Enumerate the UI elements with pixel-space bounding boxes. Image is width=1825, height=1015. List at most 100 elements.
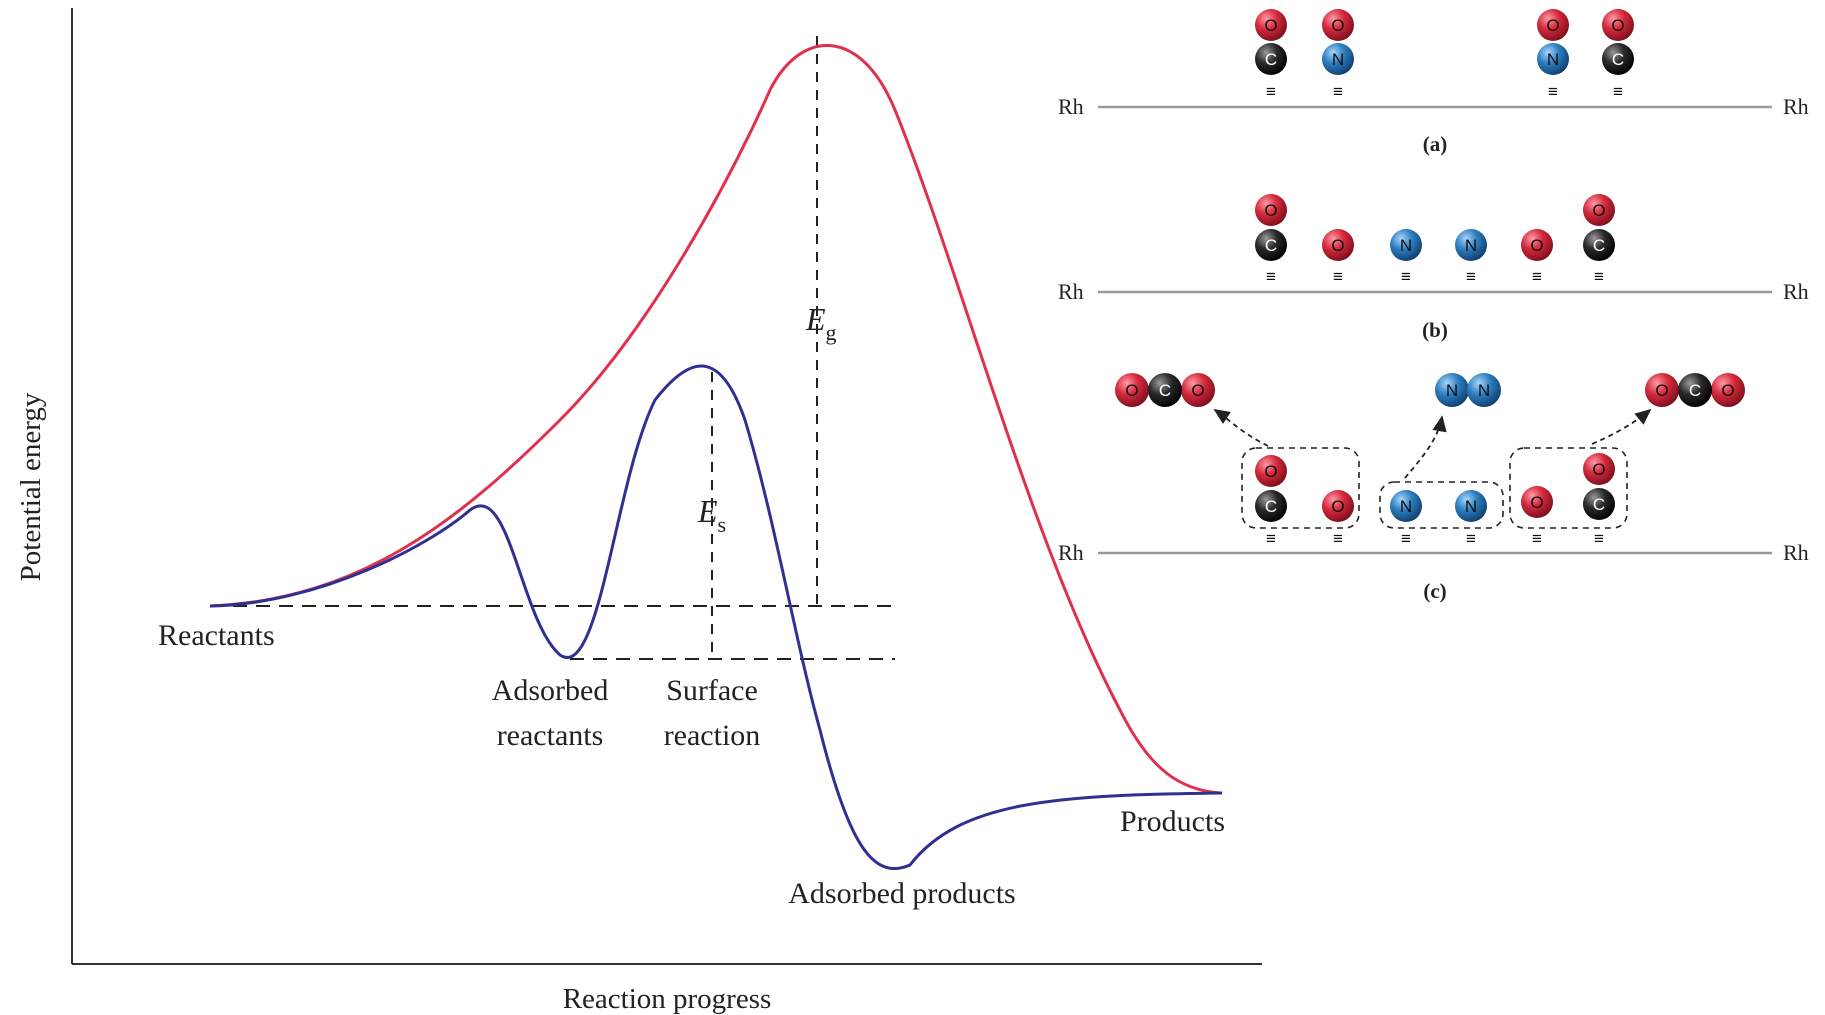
co-molecule: O C ≡ [1602,9,1634,101]
svg-text:O: O [1546,16,1559,35]
surface-reaction-label-2: reaction [664,719,761,752]
surface-bond: ≡ [1532,529,1542,548]
oxygen-atom [1711,373,1745,407]
svg-text:O: O [1611,16,1624,35]
oxygen-atom [1181,373,1215,407]
nitrogen-atom [1322,43,1354,75]
surface-bond: ≡ [1548,82,1558,101]
adsorbed-products-label: Adsorbed products [788,877,1015,910]
rh-label-right-a: Rh [1783,94,1809,119]
rh-label-left-a: Rh [1058,94,1084,119]
oxygen-atom [1645,373,1679,407]
svg-text:N: N [1400,236,1412,255]
adsorbed-n-atom: N ≡ [1455,229,1487,286]
svg-text:O: O [1592,201,1605,220]
svg-text:C: C [1593,495,1605,514]
svg-text:N: N [1446,381,1458,400]
x-axis-label: Reaction progress [563,983,772,1015]
svg-text:N: N [1332,50,1344,69]
co-molecule: O C ≡ [1255,194,1287,286]
surface-bond: ≡ [1613,82,1623,101]
svg-text:O: O [1331,16,1344,35]
carbon-atom [1602,43,1634,75]
panel-a-label: (a) [1423,132,1448,156]
svg-text:O: O [1592,460,1605,479]
panel-b-label: (b) [1422,318,1448,342]
gas-barrier-subscript: g [826,320,837,345]
svg-text:O: O [1331,497,1344,516]
surface-barrier-symbol: E [697,493,718,529]
svg-text:C: C [1612,50,1624,69]
rh-label-left-b: Rh [1058,279,1084,304]
surface-bond: ≡ [1266,82,1276,101]
svg-text:O: O [1125,381,1138,400]
no-molecule: O N ≡ [1322,9,1354,101]
oxygen-atom [1255,455,1287,487]
adsorbed-n-atom: N ≡ [1390,229,1422,286]
oxygen-atom [1322,229,1354,261]
oxygen-atom [1583,194,1615,226]
svg-text:O: O [1530,236,1543,255]
svg-text:C: C [1265,497,1277,516]
n2-molecule: N N [1435,373,1501,407]
adsorbed-o-atom: O ≡ [1521,229,1553,286]
oxygen-atom [1255,9,1287,41]
panel-c: Rh Rh (c) O C O N N O O C ≡ ≡ ≡ ≡ ≡ ≡ [1058,373,1809,603]
svg-text:N: N [1465,236,1477,255]
svg-text:O: O [1530,493,1543,512]
svg-text:N: N [1400,497,1412,516]
svg-text:O: O [1264,462,1277,481]
svg-text:O: O [1331,236,1344,255]
surface-bond: ≡ [1466,267,1476,286]
nitrogen-atom [1435,373,1469,407]
rh-label-right-b: Rh [1783,279,1809,304]
svg-text:O: O [1264,201,1277,220]
svg-text:O: O [1721,381,1734,400]
svg-text:C: C [1265,236,1277,255]
svg-text:N: N [1547,50,1559,69]
reactants-label: Reactants [158,619,275,652]
co-molecule: O C ≡ [1255,9,1287,101]
carbon-atom [1255,43,1287,75]
gas-barrier-label: Eg [805,301,837,345]
carbon-atom [1255,490,1287,522]
carbon-atom [1583,229,1615,261]
svg-text:N: N [1465,497,1477,516]
surface-bond: ≡ [1333,267,1343,286]
y-axis-label: Potential energy [15,392,47,581]
carbon-atom [1678,373,1712,407]
surface-barrier-label: Es [697,493,726,537]
rh-label-left-c: Rh [1058,540,1084,565]
no-molecule: O N ≡ [1537,9,1569,101]
surface-bond: ≡ [1333,82,1343,101]
oxygen-atom [1583,453,1615,485]
surface-reaction-label-1: Surface [666,674,758,707]
carbon-atom [1255,229,1287,261]
products-label: Products [1120,805,1225,838]
oxygen-atom [1115,373,1149,407]
co-molecule: O C ≡ [1583,194,1615,286]
svg-text:C: C [1159,381,1171,400]
adsorbed-o-atom: O ≡ [1322,229,1354,286]
oxygen-atom [1322,9,1354,41]
nitrogen-atom [1537,43,1569,75]
oxygen-atom [1521,486,1553,518]
adsorbed-reactants-label-1: Adsorbed [492,674,609,707]
surface-bond: ≡ [1401,529,1411,548]
svg-text:C: C [1689,381,1701,400]
oxygen-atom [1521,229,1553,261]
surface-bond: ≡ [1266,267,1276,286]
gas-phase-energy-curve [209,43,1221,795]
surface-bond: ≡ [1466,529,1476,548]
gas-barrier-symbol: E [805,301,826,337]
nitrogen-atom [1390,229,1422,261]
carbon-atom [1583,488,1615,520]
panel-c-label: (c) [1423,579,1446,603]
surface-bond: ≡ [1266,529,1276,548]
nitrogen-atom [1455,229,1487,261]
surface-barrier-subscript: s [718,512,727,537]
svg-text:C: C [1593,236,1605,255]
svg-text:C: C [1265,50,1277,69]
nitrogen-atom [1390,490,1422,522]
